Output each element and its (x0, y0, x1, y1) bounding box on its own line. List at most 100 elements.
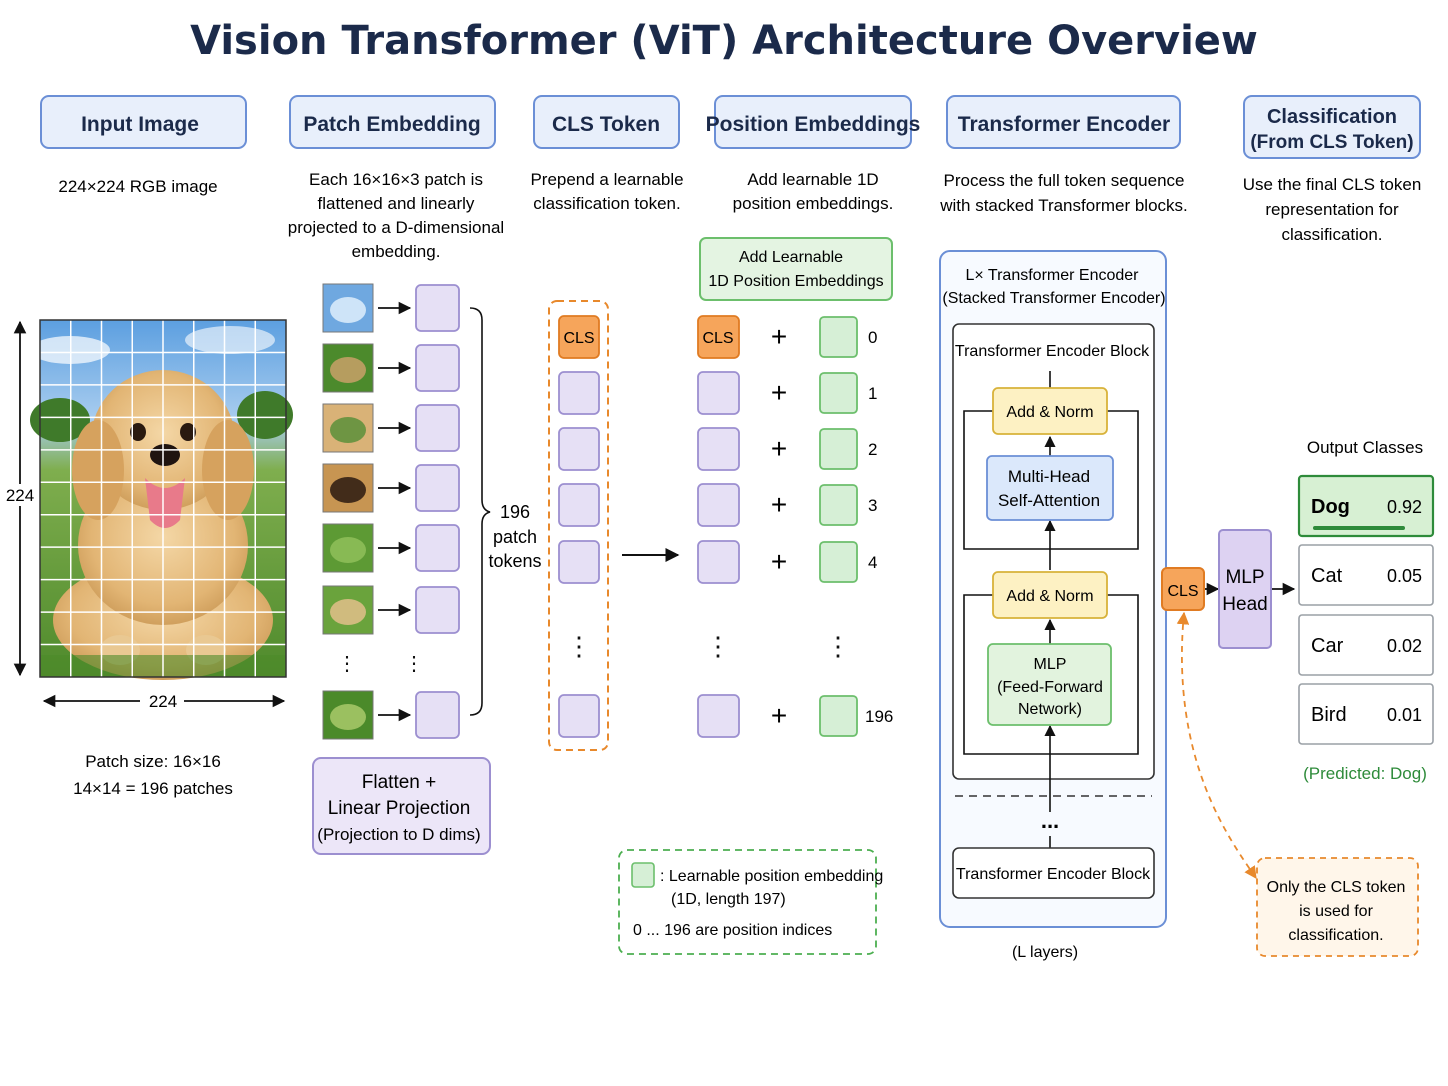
position-index: 2 (868, 440, 877, 459)
cls-note: Only the CLS token is used for classific… (1256, 857, 1419, 957)
input-image-border (39, 319, 287, 678)
mlp-head-line: MLP (1225, 567, 1264, 588)
patch-embedding-box (415, 691, 460, 739)
stack-ellipsis: ... (1041, 808, 1059, 833)
legend-line: (1D, length 197) (671, 891, 786, 908)
position-index: 1 (868, 384, 877, 403)
patch-token (697, 540, 740, 584)
header-label-line1: Classification (1267, 106, 1397, 128)
encoder-desc-line: with stacked Transformer blocks. (939, 196, 1188, 215)
plus-sign: + (771, 489, 787, 520)
patch-desc-line: embedding. (352, 242, 441, 261)
add-pos-line: 1D Position Embeddings (708, 273, 883, 290)
plus-sign: + (771, 377, 787, 408)
multi-head-attention (986, 455, 1114, 521)
page-title: Vision Transformer (ViT) Architecture Ov… (190, 18, 1258, 64)
patch-embedding-box (415, 586, 460, 634)
header-input-image: Input Image (40, 95, 247, 149)
position-embedding (819, 695, 858, 737)
add-position-embeddings-box: Add Learnable 1D Position Embeddings (699, 237, 893, 301)
patch-thumbnail (322, 343, 374, 393)
header-cls-token: CLS Token (533, 95, 680, 149)
mlp-line: MLP (1034, 656, 1067, 673)
header-position-embeddings: Position Embeddings (706, 95, 921, 149)
position-embedding (819, 428, 858, 470)
legend-swatch (631, 862, 655, 888)
projection-line: Flatten + (362, 772, 436, 793)
patch-thumbnail (322, 283, 374, 333)
position-index: 4 (868, 553, 877, 572)
position-embedding (819, 484, 858, 526)
width-label: 224 (149, 692, 177, 711)
header-label: Input Image (81, 113, 199, 136)
classification-description: Use the final CLS token representation f… (1243, 175, 1422, 244)
classification-desc-line: representation for (1265, 200, 1399, 219)
patch-thumbnail (322, 403, 374, 453)
patch-description: Each 16×16×3 patch is flattened and line… (288, 170, 504, 261)
cls-note-line: is used for (1299, 903, 1373, 920)
encoder-description: Process the full token sequence with sta… (939, 171, 1188, 215)
plus-sign: + (771, 321, 787, 352)
header-label-line2: (From CLS Token) (1250, 132, 1413, 153)
class-name: Car (1311, 635, 1344, 657)
patch-bracket (469, 307, 491, 716)
encoder-block-bottom (952, 847, 1155, 899)
patch-desc-line: projected to a D-dimensional (288, 218, 504, 237)
encoder-title-line: L× Transformer Encoder (966, 267, 1140, 284)
header-classification: Classification (From CLS Token) (1243, 95, 1421, 159)
patch-token (558, 540, 600, 584)
vertical-ellipsis: ⋮ (404, 653, 424, 675)
patch-token (697, 371, 740, 415)
position-embedding-column: CLS+0+1+2+3+4+196 (697, 315, 893, 738)
patch-embedding-box (415, 344, 460, 392)
patch-thumbnail (322, 690, 374, 740)
class-name: Dog (1311, 496, 1350, 518)
add-norm-label: Add & Norm (1006, 404, 1093, 421)
patch-desc-line: flattened and linearly (318, 194, 475, 213)
class-probability: 0.01 (1387, 705, 1422, 725)
header-patch-embedding: Patch Embedding (289, 95, 496, 149)
header-label: Position Embeddings (706, 113, 921, 136)
cls-description: Prepend a learnable classification token… (530, 170, 683, 213)
patch-embedding-box (415, 284, 460, 332)
plus-sign: + (771, 546, 787, 577)
patch-desc-line: Each 16×16×3 patch is (309, 170, 483, 189)
patch-embedding-box (415, 464, 460, 512)
patch-thumbnail (322, 585, 374, 635)
legend-line: : Learnable position embedding (660, 868, 883, 885)
class-name: Bird (1311, 704, 1347, 726)
patch-thumbnail (322, 523, 374, 573)
header-label: Patch Embedding (303, 113, 480, 136)
patch-token (558, 427, 600, 471)
header-label: CLS Token (552, 113, 660, 136)
cls-token (558, 315, 600, 359)
patch-size-label: Patch size: 16×16 (85, 752, 221, 771)
bottom-block-title: Transformer Encoder Block (956, 866, 1151, 883)
cls-sequence-frame (548, 300, 609, 751)
pos-desc-line: Add learnable 1D (747, 170, 878, 189)
encoder-desc-line: Process the full token sequence (944, 171, 1185, 190)
position-index: 3 (868, 496, 877, 515)
input-image (30, 320, 293, 680)
output-class-row: Bird 0.01 (1298, 683, 1434, 745)
class-probability: 0.05 (1387, 566, 1422, 586)
patch-token (697, 483, 740, 527)
patch-embedding-box (415, 524, 460, 572)
legend-line: 0 ... 196 are position indices (633, 922, 832, 939)
pos-description: Add learnable 1D position embeddings. (733, 170, 894, 213)
plus-sign: + (771, 433, 787, 464)
residual-connection (963, 410, 1139, 550)
mlp-head (1218, 529, 1272, 649)
attention-line: Multi-Head (1008, 467, 1090, 486)
predicted-label: (Predicted: Dog) (1303, 764, 1427, 783)
position-embedding (819, 372, 858, 414)
cls-token (697, 315, 740, 359)
vertical-ellipsis: ⋮ (705, 631, 731, 661)
patch-token (558, 694, 600, 738)
encoder-title-line: (Stacked Transformer Encoder) (942, 290, 1165, 307)
patch-tokens-line: tokens (488, 551, 541, 571)
mlp-line: (Feed-Forward (997, 679, 1103, 696)
residual-connection (963, 594, 1139, 755)
